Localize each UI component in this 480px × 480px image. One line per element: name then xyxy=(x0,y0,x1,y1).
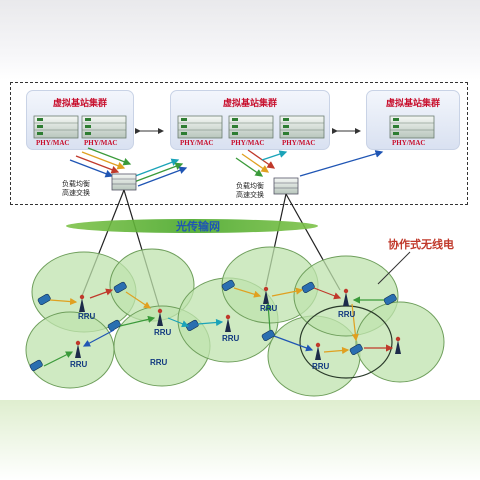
server-rack-icon xyxy=(389,115,435,139)
rru-tower-icon xyxy=(315,342,321,360)
phy-mac-label: PHY/MAC xyxy=(84,139,118,147)
server-rack-icon xyxy=(279,115,325,139)
phy-mac-label: PHY/MAC xyxy=(282,139,316,147)
rru-tower-icon xyxy=(343,288,349,306)
switch-icon-left xyxy=(111,173,137,191)
rru-label: RRU xyxy=(260,304,278,313)
radio-cells xyxy=(25,246,445,397)
top-background xyxy=(0,0,480,80)
cluster-2-title: 虚拟基站集群 xyxy=(222,99,277,109)
phone-icon xyxy=(185,319,199,332)
rru-label: RRU xyxy=(312,362,330,371)
rru-tower-icon xyxy=(395,336,401,354)
switch-label-right: 负载均衡 高速交换 xyxy=(236,182,264,199)
phone-icon xyxy=(29,359,43,372)
fiber-transport-network xyxy=(66,219,318,233)
server-rack-icon xyxy=(228,115,274,139)
rru-tower-icon xyxy=(157,308,163,326)
cluster-3-title: 虚拟基站集群 xyxy=(385,99,440,109)
phone-icon xyxy=(113,281,127,294)
bottom-background xyxy=(0,400,480,480)
fiber-network-label: 光传输网 xyxy=(176,220,220,233)
phone-icon xyxy=(261,329,275,342)
rru-tower-icon xyxy=(75,340,81,358)
phone-icons xyxy=(29,279,397,372)
rru-tower-icon xyxy=(79,294,85,312)
switch-label-left: 负载均衡 高速交换 xyxy=(62,180,90,197)
phone-icon xyxy=(383,293,397,306)
cluster-1-title: 虚拟基站集群 xyxy=(52,99,107,109)
server-rack-icon xyxy=(177,115,223,139)
virtual-bs-pool-box xyxy=(10,82,468,205)
rru-label: RRU xyxy=(338,310,356,319)
rru-label: RRU xyxy=(154,328,172,337)
phy-mac-label: PHY/MAC xyxy=(36,139,70,147)
rru-label: RRU xyxy=(70,360,88,369)
server-rack-icons xyxy=(33,115,435,139)
phone-icon xyxy=(221,279,235,292)
traffic-arrows-right xyxy=(235,149,384,177)
rru-label: RRU xyxy=(78,312,96,321)
cooperative-radio-label: 协作式无线电 xyxy=(388,238,454,251)
server-rack-icon xyxy=(81,115,127,139)
phy-mac-label: PHY/MAC xyxy=(231,139,265,147)
phy-mac-label: PHY/MAC xyxy=(392,139,426,147)
rru-tower-icon xyxy=(263,286,269,304)
radio-link-arrows xyxy=(43,287,394,367)
switch-icon-right xyxy=(273,177,299,195)
rru-label: RRU xyxy=(150,358,168,367)
phone-icon xyxy=(349,343,363,356)
rru-towers xyxy=(75,286,401,360)
phy-mac-label: PHY/MAC xyxy=(180,139,214,147)
server-rack-icon xyxy=(33,115,79,139)
cooperative-callout-line xyxy=(377,251,411,285)
phone-icon xyxy=(107,319,121,332)
rru-tower-icon xyxy=(225,314,231,332)
phone-icon xyxy=(37,293,51,306)
traffic-arrows-left xyxy=(69,147,188,187)
rru-label: RRU xyxy=(222,334,240,343)
